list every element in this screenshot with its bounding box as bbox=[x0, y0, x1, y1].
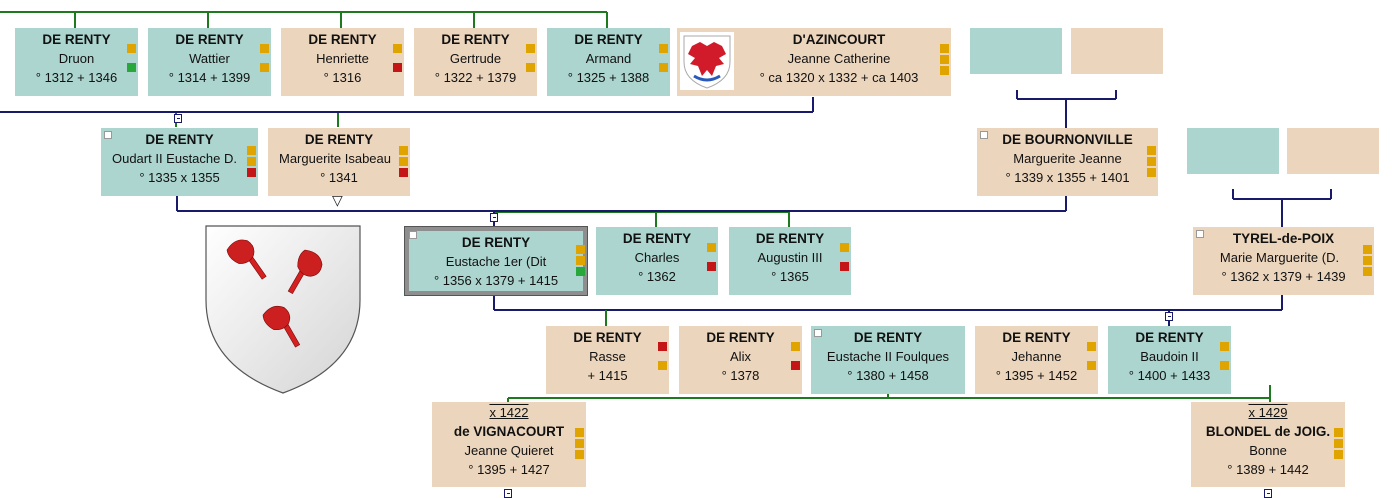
surname: DE RENTY bbox=[461, 235, 531, 250]
given-name: Charles bbox=[634, 250, 680, 265]
expand-triangle-icon[interactable]: ▽ bbox=[332, 192, 343, 208]
person-card[interactable]: DE RENTY Rasse + 1415 bbox=[546, 326, 669, 394]
surname: BLONDEL de JOIG. bbox=[1205, 424, 1331, 439]
spouse-card[interactable]: x 1422 de VIGNACOURT Jeanne Quieret ° 13… bbox=[432, 402, 586, 487]
surname: DE RENTY bbox=[304, 132, 374, 147]
person-card[interactable]: D'AZINCOURT Jeanne Catherine ° ca 1320 x… bbox=[677, 28, 951, 96]
person-card[interactable]: DE RENTY Alix ° 1378 bbox=[679, 326, 802, 394]
empty-person-slot[interactable] bbox=[1071, 28, 1163, 74]
surname: DE BOURNONVILLE bbox=[1002, 132, 1133, 147]
coat-of-arms-icon bbox=[680, 32, 734, 90]
collapse-toggle[interactable] bbox=[504, 489, 512, 498]
life-dates: ° 1341 bbox=[320, 170, 358, 185]
life-dates: ° 1395 + 1452 bbox=[995, 368, 1078, 383]
life-dates: ° 1380 + 1458 bbox=[847, 368, 929, 383]
empty-person-slot[interactable] bbox=[970, 28, 1062, 74]
person-card[interactable]: TYREL-de-POIX Marie Marguerite (D. ° 136… bbox=[1193, 227, 1374, 295]
surname: de VIGNACOURT bbox=[453, 424, 565, 439]
collapse-toggle[interactable] bbox=[1165, 312, 1173, 321]
life-dates: ° 1322 + 1379 bbox=[434, 70, 517, 85]
marriage-date: x 1422 bbox=[489, 405, 529, 420]
person-card[interactable]: DE RENTY Marguerite Isabeau ° 1341 bbox=[268, 128, 410, 196]
life-dates: ° 1312 + 1346 bbox=[35, 70, 118, 85]
surname: DE RENTY bbox=[145, 132, 214, 147]
surname: DE RENTY bbox=[706, 330, 775, 345]
life-dates: ° 1365 bbox=[771, 269, 809, 284]
person-card[interactable]: DE RENTY Wattier ° 1314 + 1399 bbox=[148, 28, 271, 96]
given-name: Henriette bbox=[316, 51, 369, 66]
spouse-card[interactable]: x 1429 BLONDEL de JOIG. Bonne ° 1389 + 1… bbox=[1191, 402, 1345, 487]
empty-person-slot[interactable] bbox=[1287, 128, 1379, 174]
life-dates: ° 1339 x 1355 + 1401 bbox=[1005, 170, 1130, 185]
person-card[interactable]: DE RENTY Armand ° 1325 + 1388 bbox=[547, 28, 670, 96]
collapse-toggle[interactable] bbox=[174, 114, 182, 123]
surname: DE RENTY bbox=[622, 231, 692, 246]
selected-person-card[interactable]: DE RENTY Eustache 1er (Dit ° 1356 x 1379… bbox=[404, 226, 588, 296]
life-dates: ° 1362 x 1379 + 1439 bbox=[1221, 269, 1346, 284]
life-dates: ° 1316 bbox=[323, 70, 362, 85]
given-name: Oudart II Eustache D. bbox=[111, 151, 237, 166]
given-name: Marie Marguerite (D. bbox=[1219, 250, 1340, 265]
person-card[interactable]: DE RENTY Eustache II Foulques ° 1380 + 1… bbox=[811, 326, 965, 394]
collapse-toggle[interactable] bbox=[490, 213, 498, 222]
surname: DE RENTY bbox=[1002, 330, 1071, 345]
surname: DE RENTY bbox=[42, 32, 111, 47]
person-card[interactable]: DE RENTY Charles ° 1362 bbox=[596, 227, 718, 295]
life-dates: + 1415 bbox=[587, 368, 628, 383]
given-name: Jeanne Quieret bbox=[464, 443, 554, 458]
surname: D'AZINCOURT bbox=[792, 32, 886, 47]
person-card[interactable]: DE RENTY Jehanne ° 1395 + 1452 bbox=[975, 326, 1098, 394]
given-name: Wattier bbox=[189, 51, 230, 66]
given-name: Druon bbox=[58, 51, 95, 66]
life-dates: ° 1356 x 1379 + 1415 bbox=[433, 273, 559, 288]
person-card[interactable]: DE RENTY Baudoin II ° 1400 + 1433 bbox=[1108, 326, 1231, 394]
surname: DE RENTY bbox=[308, 32, 377, 47]
person-card[interactable]: DE RENTY Augustin III ° 1365 bbox=[729, 227, 851, 295]
coat-of-arms-shield-icon bbox=[205, 225, 361, 394]
given-name: Augustin III bbox=[757, 250, 823, 265]
surname: DE RENTY bbox=[1135, 330, 1204, 345]
life-dates: ° 1325 + 1388 bbox=[567, 70, 650, 85]
surname: DE RENTY bbox=[441, 32, 510, 47]
given-name: Jeanne Catherine bbox=[787, 51, 891, 66]
surname: TYREL-de-POIX bbox=[1232, 231, 1335, 246]
surname: DE RENTY bbox=[574, 32, 643, 47]
life-dates: ° 1314 + 1399 bbox=[168, 70, 251, 85]
given-name: Bonne bbox=[1249, 443, 1287, 458]
given-name: Marguerite Jeanne bbox=[1013, 151, 1122, 166]
marriage-date: x 1429 bbox=[1248, 405, 1288, 420]
person-card[interactable]: DE RENTY Druon ° 1312 + 1346 bbox=[15, 28, 138, 96]
surname: DE RENTY bbox=[175, 32, 244, 47]
given-name: Marguerite Isabeau bbox=[278, 151, 391, 166]
given-name: Eustache II Foulques bbox=[826, 349, 950, 364]
surname: DE RENTY bbox=[755, 231, 825, 246]
given-name: Rasse bbox=[589, 349, 626, 364]
life-dates: ° 1362 bbox=[638, 269, 676, 284]
person-card[interactable]: DE BOURNONVILLE Marguerite Jeanne ° 1339… bbox=[977, 128, 1158, 196]
empty-person-slot[interactable] bbox=[1187, 128, 1279, 174]
person-card[interactable]: DE RENTY Gertrude ° 1322 + 1379 bbox=[414, 28, 537, 96]
given-name: Gertrude bbox=[449, 51, 502, 66]
given-name: Jehanne bbox=[1011, 349, 1062, 364]
person-card[interactable]: DE RENTY Henriette ° 1316 bbox=[281, 28, 404, 96]
surname: DE RENTY bbox=[573, 330, 642, 345]
given-name: Alix bbox=[730, 349, 751, 364]
given-name: Baudoin II bbox=[1140, 349, 1199, 364]
surname: DE RENTY bbox=[853, 330, 923, 345]
person-card[interactable]: DE RENTY Oudart II Eustache D. ° 1335 x … bbox=[101, 128, 258, 196]
given-name: Eustache 1er (Dit bbox=[445, 254, 547, 269]
life-dates: ° ca 1320 x 1332 + ca 1403 bbox=[759, 70, 919, 85]
given-name: Armand bbox=[585, 51, 632, 66]
life-dates: ° 1395 + 1427 bbox=[468, 462, 550, 477]
collapse-toggle[interactable] bbox=[1264, 489, 1272, 498]
life-dates: ° 1378 bbox=[721, 368, 760, 383]
life-dates: ° 1335 x 1355 bbox=[139, 170, 220, 185]
life-dates: ° 1389 + 1442 bbox=[1227, 462, 1309, 477]
life-dates: ° 1400 + 1433 bbox=[1128, 368, 1211, 383]
